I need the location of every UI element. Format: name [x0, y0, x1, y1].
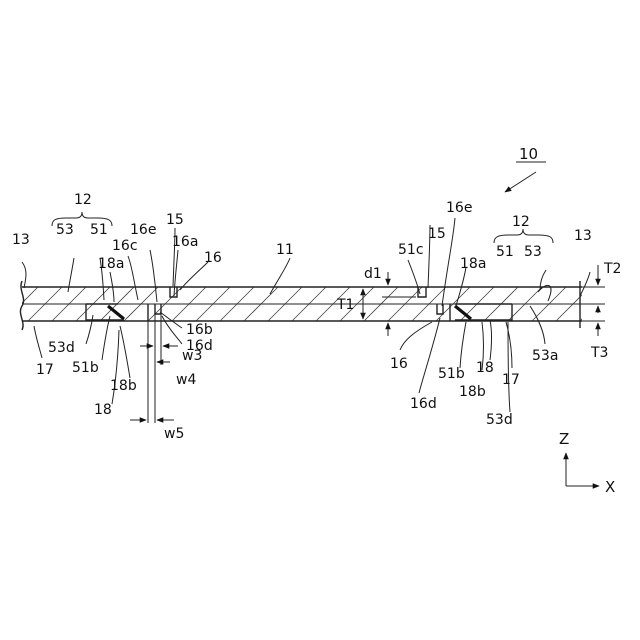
- axis-indicator: [566, 453, 599, 486]
- brace-right: [494, 229, 553, 243]
- label-51c: 51c: [398, 242, 424, 258]
- label-18b-left: 18b: [110, 378, 137, 394]
- label-16e-left: 16e: [130, 222, 156, 238]
- figure-ref-label: 10: [519, 145, 538, 163]
- label-18b-right: 18b: [459, 384, 486, 400]
- label-17-right: 17: [502, 372, 520, 388]
- label-T1: T1: [336, 297, 354, 313]
- label-12-right: 12: [512, 214, 530, 230]
- axis-x-label: X: [605, 478, 615, 496]
- label-w3: w3: [182, 348, 202, 364]
- label-53a: 53a: [532, 348, 558, 364]
- label-51-right: 51: [496, 244, 514, 260]
- label-w5: w5: [164, 426, 184, 442]
- hatch-line: [628, 287, 640, 321]
- label-d1: d1: [364, 266, 382, 282]
- label-16b: 16b: [186, 322, 213, 338]
- label-17-left: 17: [36, 362, 54, 378]
- figure-ref-arrow: [505, 162, 546, 192]
- hatch-line: [0, 287, 14, 321]
- label-12-left: 12: [74, 192, 92, 208]
- label-13-right: 13: [574, 228, 592, 244]
- label-51-left: 51: [90, 222, 108, 238]
- right-joint: [418, 285, 551, 321]
- label-18-right: 18: [476, 360, 494, 376]
- label-15-left: 15: [166, 212, 184, 228]
- label-16c-left: 16c: [112, 238, 138, 254]
- label-53d-left: 53d: [48, 340, 75, 356]
- axis-z-label: Z: [559, 430, 569, 448]
- label-18a-right: 18a: [460, 256, 486, 272]
- label-13-left: 13: [12, 232, 30, 248]
- label-15-right: 15: [428, 226, 446, 242]
- label-16d-right: 16d: [410, 396, 437, 412]
- label-53d-right: 53d: [486, 412, 513, 428]
- hatch-line: [604, 287, 638, 321]
- label-51b-right: 51b: [438, 366, 465, 382]
- label-18-left: 18: [94, 402, 112, 418]
- label-53-right: 53: [524, 244, 542, 260]
- label-51b-left: 51b: [72, 360, 99, 376]
- label-16-left: 16: [204, 250, 222, 266]
- label-T3: T3: [590, 345, 608, 361]
- label-16e-right: 16e: [446, 200, 472, 216]
- label-T2: T2: [603, 261, 621, 277]
- label-w4: w4: [176, 372, 196, 388]
- label-16a-left: 16a: [172, 234, 198, 250]
- label-18a-left: 18a: [98, 256, 124, 272]
- label-53-left: 53: [56, 222, 74, 238]
- label-11: 11: [276, 242, 294, 258]
- plate-outline: [20, 281, 582, 330]
- label-16-right: 16: [390, 356, 408, 372]
